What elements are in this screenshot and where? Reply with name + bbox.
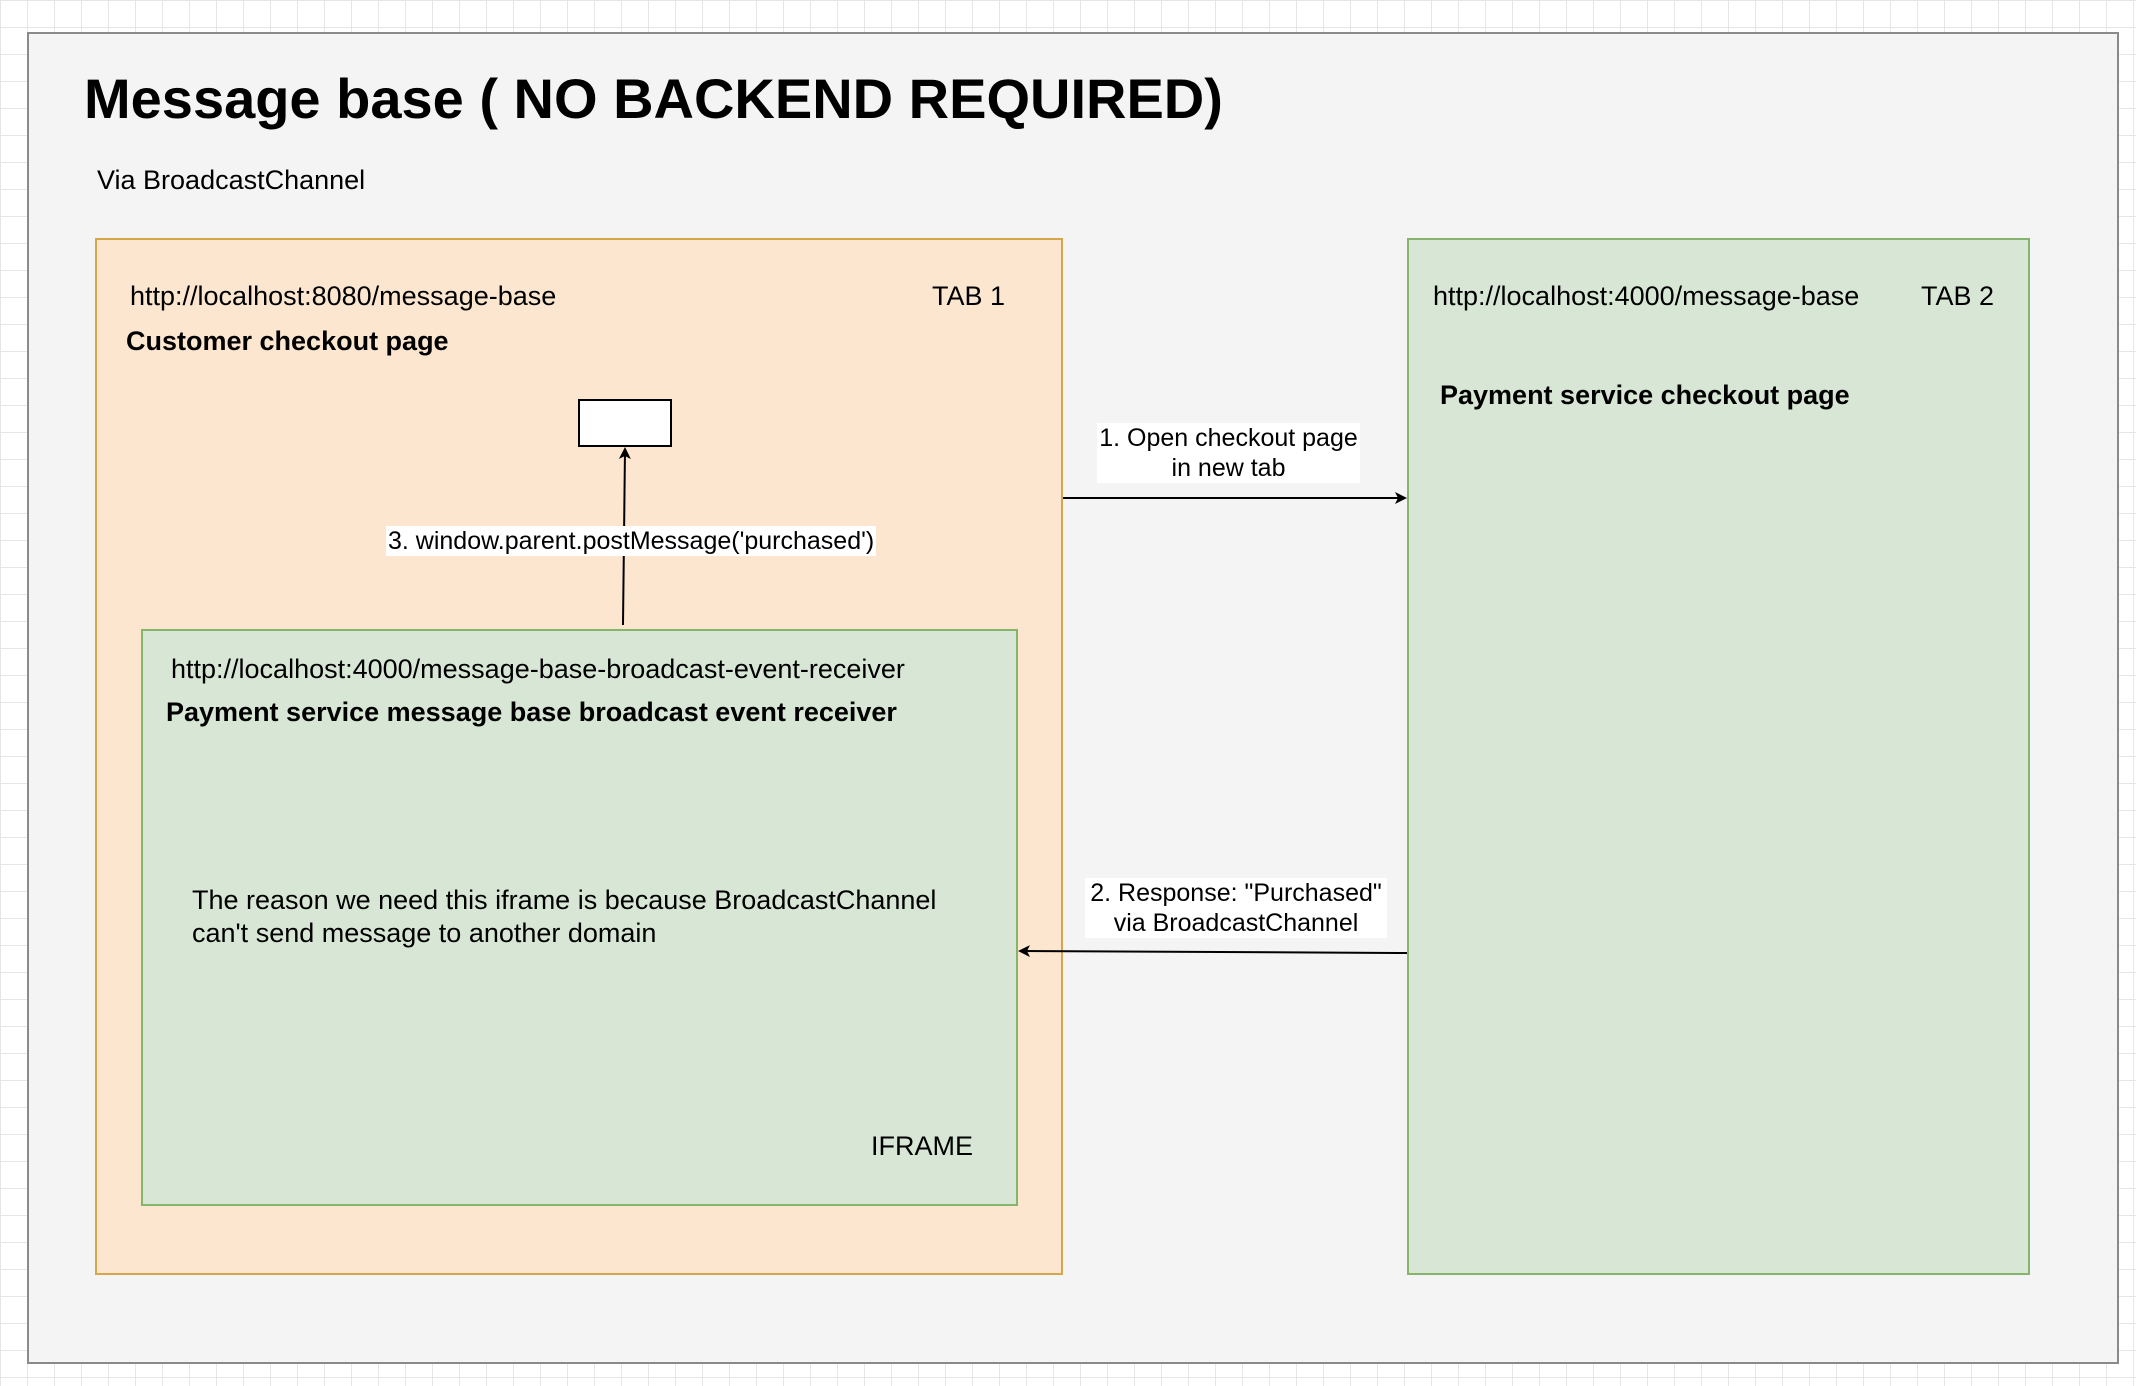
tab2-page-name: Payment service checkout page [1440, 380, 1850, 410]
step1-label: 1. Open checkout page in new tab [1097, 423, 1360, 483]
tab1-label: TAB 1 [932, 281, 1006, 311]
iframe-name: Payment service message base broadcast e… [166, 697, 897, 727]
tab1-url: http://localhost:8080/message-base [130, 281, 557, 311]
iframe-note-line1: The reason we need this iframe is becaus… [192, 885, 937, 915]
tab2-url: http://localhost:4000/message-base [1433, 281, 1860, 311]
tab2-box [1407, 238, 2030, 1275]
diagram-subtitle: Via BroadcastChannel [97, 165, 366, 195]
step2-label: 2. Response: "Purchased" via BroadcastCh… [1085, 878, 1387, 938]
parent-window-node [578, 399, 672, 447]
step1-label-line1: 1. Open checkout page [1099, 424, 1358, 452]
diagram-title: Message base ( NO BACKEND REQUIRED) [84, 67, 1223, 130]
iframe-url: http://localhost:4000/message-base-broad… [171, 654, 905, 684]
iframe-label: IFRAME [871, 1131, 974, 1161]
step2-label-line2: via BroadcastChannel [1113, 909, 1359, 937]
step1-label-line2: in new tab [1171, 454, 1286, 482]
step2-label-line1: 2. Response: "Purchased" [1090, 879, 1382, 907]
step3-label: 3. window.parent.postMessage('purchased'… [386, 526, 877, 556]
iframe-note-line2: can't send message to another domain [192, 918, 657, 948]
tab1-page-name: Customer checkout page [126, 326, 449, 356]
tab2-label: TAB 2 [1921, 281, 1995, 311]
iframe-box [141, 629, 1018, 1206]
